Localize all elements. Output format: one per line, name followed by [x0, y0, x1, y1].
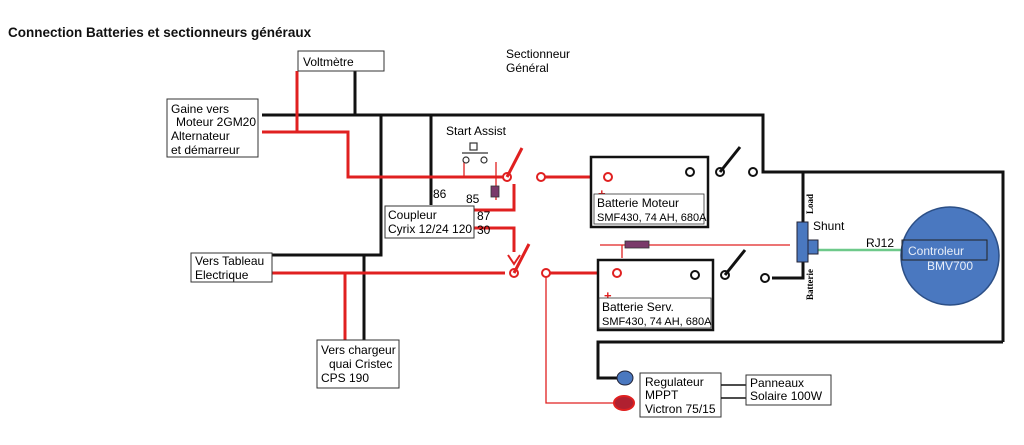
coupleur-30-feed	[474, 226, 516, 252]
diagram-title: Connection Batteries et sectionneurs gén…	[8, 25, 312, 40]
rj12-label: RJ12	[866, 236, 894, 250]
controleur-label-box	[901, 239, 988, 261]
battery-moteur-label-line1: Batterie Moteur	[597, 196, 679, 210]
start-assist-button	[462, 142, 488, 164]
battery-service-positive-terminal	[612, 268, 622, 278]
coupleur-fuse	[490, 185, 500, 198]
coupleur-box	[384, 205, 475, 239]
battery-service-label-line2: SMF430, 74 AH, 680A	[602, 316, 712, 328]
mppt-positive-wire	[545, 273, 618, 404]
positive-to-alternateur	[262, 130, 505, 179]
regulateur-label-line3: Victron 75/15	[645, 402, 716, 416]
shunt-body	[796, 221, 809, 263]
battery-moteur-label-line2: SMF430, 74 AH, 680A	[597, 212, 707, 224]
coupleur-label-line2: Cyrix 12/24 120	[388, 222, 472, 236]
panneaux-label-line2: Solaire 100W	[750, 389, 823, 403]
mppt-positive-terminal	[613, 395, 635, 411]
fuse-to-shunt-wire	[600, 244, 790, 258]
pin-87-label: 87	[477, 209, 491, 223]
thin-positive-wiring	[463, 162, 790, 404]
positive-wiring	[262, 71, 613, 340]
battery-moteur-label-box	[593, 193, 705, 225]
mppt-negative-terminal	[616, 370, 634, 386]
chargeur-label-line3: CPS 190	[321, 371, 369, 385]
controleur-label-line2: BMV700	[927, 259, 973, 273]
gaine-label-line4: et démarreur	[171, 143, 240, 157]
negative-to-tableau	[272, 115, 383, 257]
battery-moteur-plus: +	[598, 186, 606, 201]
controleur-label-line1: Controleur	[908, 244, 964, 258]
gaine-box	[166, 98, 259, 158]
coupleur-87-feed	[474, 184, 516, 212]
moteur-disconnect-switch	[502, 147, 546, 182]
shunt-connector	[807, 239, 819, 255]
sectionneur-label-line1: Sectionneur	[506, 47, 570, 61]
shunt-batterie-label: Batterie	[805, 269, 815, 300]
battery-service-plus: +	[604, 288, 612, 303]
voltmetre-label: Voltmètre	[303, 55, 354, 69]
gaine-label-line2: Moteur 2GM20	[176, 115, 256, 129]
negative-to-mppt	[596, 340, 1003, 380]
battery-service-label-box	[598, 297, 712, 329]
battery-moteur-positive-terminal	[603, 172, 613, 182]
main-negative-bus	[262, 113, 1005, 342]
shunt-fuse	[624, 240, 650, 249]
negative-wiring	[262, 71, 1005, 380]
panneaux-label-line1: Panneaux	[750, 376, 804, 390]
regulateur-label-line2: MPPT	[645, 388, 679, 402]
battery-moteur-negative-terminal	[685, 167, 695, 177]
chargeur-box	[316, 339, 400, 389]
service-disconnect-switch	[507, 243, 551, 278]
regulateur-box	[639, 372, 722, 418]
panneaux-box	[745, 374, 832, 406]
gaine-label-line1: Gaine vers	[171, 102, 229, 116]
tableau-box	[190, 252, 273, 283]
shunt-load-label: Load	[805, 194, 815, 214]
pin-86-label: 86	[433, 187, 447, 201]
chargeur-label-line1: Vers chargeur	[321, 343, 396, 357]
tableau-label-line2: Electrique	[195, 268, 249, 282]
pin-85-label: 85	[466, 192, 480, 206]
pin-30-label: 30	[477, 223, 491, 237]
tableau-label-line1: Vers Tableau	[195, 254, 264, 268]
gaine-label-line3: Alternateur	[171, 129, 230, 143]
shunt-label: Shunt	[813, 219, 845, 233]
coupleur-label-line1: Coupleur	[388, 208, 437, 222]
start-assist-label: Start Assist	[446, 124, 507, 138]
panneaux-wiring	[721, 384, 746, 399]
voltmetre-box	[297, 50, 385, 72]
chargeur-label-line2: quai Cristec	[329, 357, 392, 371]
sectionneur-label-line2: Général	[506, 61, 549, 75]
battery-service-label-line1: Batterie Serv.	[602, 300, 674, 314]
controleur-bmv700	[900, 206, 1000, 306]
battery-service-negative-terminal	[690, 270, 700, 280]
regulateur-label-line1: Regulateur	[645, 375, 704, 389]
shunt-to-service-switch	[772, 262, 805, 280]
